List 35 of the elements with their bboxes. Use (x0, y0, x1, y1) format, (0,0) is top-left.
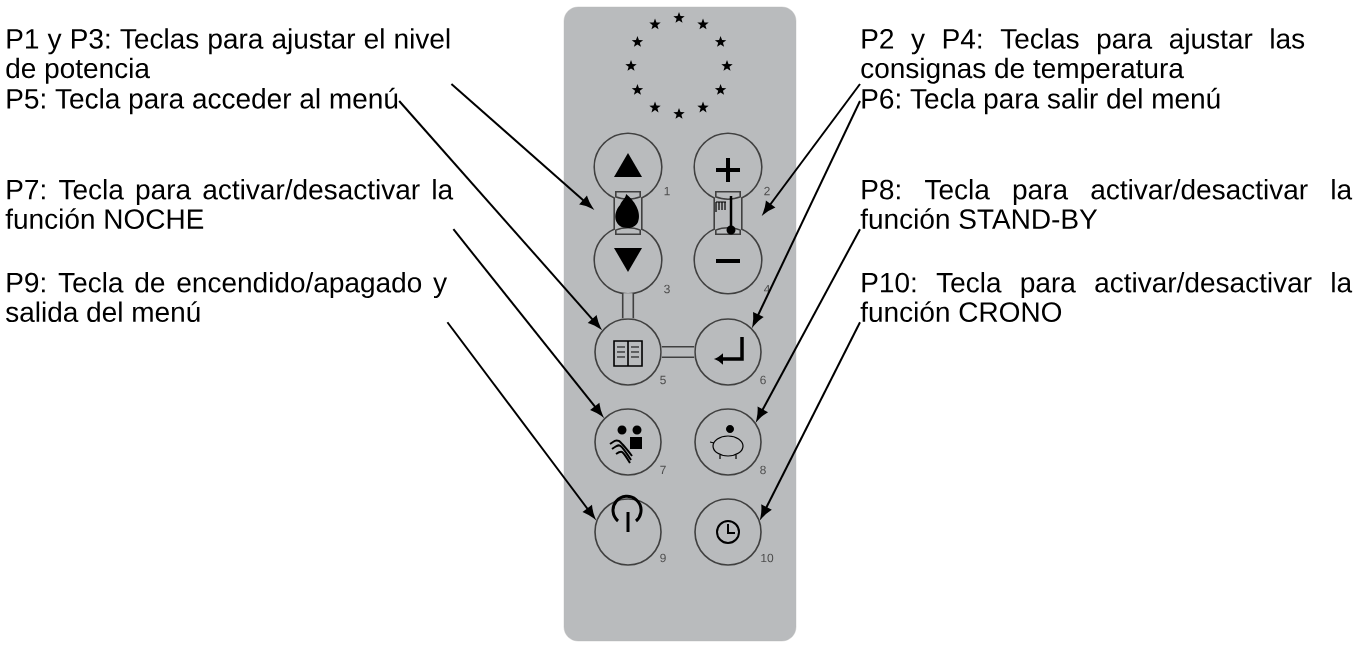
round-button (594, 498, 662, 566)
callout-text: P6: Tecla para salir del menú (862, 87, 1220, 115)
callout-text: P7: Tecla para activar/desactivar la función NOCHE (5, 179, 454, 229)
round-button (694, 318, 762, 386)
arrow (452, 228, 603, 417)
button-number: 2 (764, 186, 770, 196)
button-number: 5 (660, 375, 666, 385)
round-button (694, 408, 762, 476)
callout-text: P9: Tecla de encendido/apagado y salida del menú (6, 272, 448, 322)
button-number: 9 (660, 553, 666, 563)
button-number: 8 (760, 465, 766, 475)
round-button (694, 498, 762, 566)
arrow (398, 100, 601, 329)
callout-text: P5: Tecla para acceder al menú (7, 87, 398, 115)
button-number: 1 (664, 186, 670, 196)
round-button (594, 318, 662, 386)
button-number: 7 (660, 465, 666, 475)
channel-line (661, 345, 695, 359)
double-button (593, 132, 663, 295)
arrow (446, 321, 595, 519)
button-number: 6 (760, 375, 766, 385)
channel-line (621, 293, 635, 319)
double-button (693, 132, 763, 295)
arrow (760, 321, 861, 518)
button-number: 10 (761, 553, 774, 563)
arrow (752, 100, 861, 326)
callout-text: P10: Tecla para activar/desactivar la función CRONO (860, 272, 1353, 322)
arrow (756, 228, 861, 421)
callout-text: P8: Tecla para activar/desactivar la función STAND-BY (860, 179, 1353, 229)
arrow (763, 83, 861, 214)
callout-text: P2 y P4: Teclas para ajustar las consignas de temperatura (861, 28, 1305, 84)
callout-text: P1 y P3: Teclas para ajustar el nivel de potencia (6, 28, 450, 84)
arrow (450, 83, 593, 209)
round-button (594, 408, 662, 476)
button-number: 3 (664, 284, 670, 294)
